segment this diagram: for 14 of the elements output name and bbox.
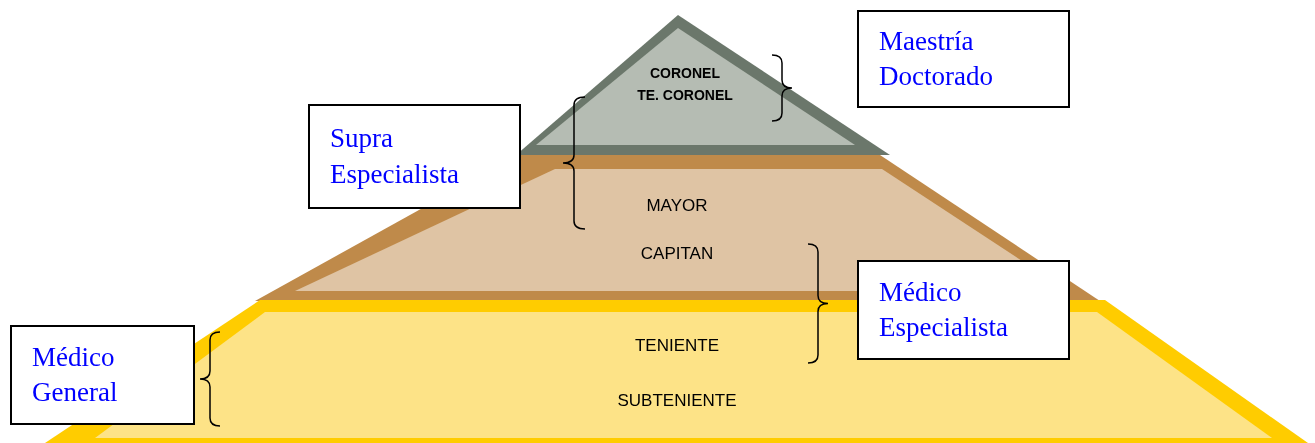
- rank-label: SUBTENIENTE: [617, 392, 737, 409]
- degree-label: Médico Especialista: [879, 275, 1009, 344]
- degree-box: [857, 10, 1070, 108]
- rank-label: CAPITAN: [640, 245, 714, 262]
- degree-box: [308, 104, 521, 209]
- degree-box: [10, 325, 195, 425]
- rank-label: MAYOR: [646, 197, 708, 214]
- degree-label: Maestría Doctorado: [879, 24, 994, 93]
- rank-label: CORONEL: [650, 66, 720, 80]
- rank-label: TENIENTE: [634, 337, 720, 354]
- rank-label: TE. CORONEL: [637, 88, 733, 102]
- degree-box: [857, 260, 1070, 360]
- degree-label: Supra Especialista: [330, 122, 460, 191]
- degree-label: Médico General: [32, 340, 119, 409]
